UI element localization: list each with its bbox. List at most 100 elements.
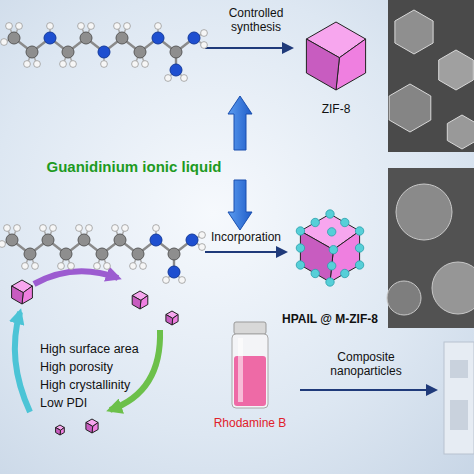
hydrogen-atom	[140, 263, 147, 270]
hydrogen-atom	[122, 225, 129, 232]
hydrogen-atom	[104, 263, 111, 270]
process-arrow	[300, 389, 436, 391]
text-label: High porosity	[40, 360, 160, 375]
cropped-panel	[444, 342, 474, 454]
hydrogen-atom	[165, 75, 172, 82]
crystal-face	[330, 231, 360, 282]
nitrogen-atom	[188, 32, 200, 44]
crystal-shape	[288, 208, 372, 326]
ionic-liquid-dot	[296, 261, 304, 269]
text-label: Incorporation	[204, 230, 288, 244]
carbon-atom	[8, 32, 20, 44]
sem-crystal	[389, 84, 431, 132]
hydrogen-atom	[130, 263, 137, 270]
hydrogen-atom	[68, 263, 75, 270]
vial-glass	[232, 334, 268, 408]
hydrogen-atom	[58, 263, 65, 270]
hydrogen-atom	[22, 263, 29, 270]
hydrogen-atom	[47, 23, 54, 30]
nitrogen-atom	[152, 32, 164, 44]
hydrogen-atom	[1, 39, 8, 46]
ionic-liquid-dot	[296, 244, 304, 252]
small-crystal-face	[86, 423, 93, 434]
block-arrow-up	[228, 96, 252, 150]
carbon-atom	[26, 46, 38, 58]
process-arrow	[205, 47, 292, 49]
hydrogen-atom	[179, 277, 186, 284]
text-label: High surface area	[40, 342, 160, 357]
nitrogen-atom	[168, 266, 180, 278]
hydrogen-atom	[199, 232, 206, 239]
hydrogen-atom	[86, 225, 93, 232]
text-label: High crystallinity	[40, 378, 160, 393]
carbon-atom	[168, 248, 180, 260]
hydrogen-atom	[34, 61, 41, 68]
text-label: Low PDI	[40, 396, 160, 411]
hydrogen-atom	[14, 225, 21, 232]
carbon-atom	[42, 234, 54, 246]
hydrogen-atom	[88, 23, 95, 30]
hydrogen-atom	[114, 23, 121, 30]
sem-particle	[396, 184, 452, 240]
hydrogen-atom	[76, 225, 83, 232]
carbon-atom	[132, 248, 144, 260]
hydrogen-atom	[24, 61, 31, 68]
ionic-liquid-dot	[341, 218, 349, 226]
hydrogen-atom	[4, 225, 11, 232]
hydrogen-atom	[201, 30, 208, 37]
crystal-node: HPAIL @ M-ZIF-8	[288, 208, 372, 326]
sem-particle	[432, 262, 474, 314]
ionic-liquid-dot	[341, 269, 349, 277]
block-arrow-down	[228, 180, 252, 230]
carbon-atom	[116, 32, 128, 44]
carbon-atom	[134, 46, 146, 58]
nitrogen-atom	[186, 234, 198, 246]
carbon-atom	[96, 248, 108, 260]
ionic-liquid-dot	[328, 262, 336, 270]
hydrogen-atom	[0, 241, 5, 248]
vial-shape	[205, 320, 295, 430]
carbon-atom	[62, 46, 74, 58]
ionic-liquid-dot	[326, 210, 334, 218]
vial-cap	[234, 322, 266, 334]
hydrogen-atom	[201, 42, 208, 49]
small-crystal-face	[166, 315, 173, 326]
carbon-atom	[114, 234, 126, 246]
crystal-shape	[298, 16, 374, 116]
carbon-atom	[78, 234, 90, 246]
ionic-liquid-dot	[329, 246, 337, 254]
hydrogen-atom	[155, 23, 162, 30]
node-label: HPAIL @ M-ZIF-8	[274, 312, 386, 326]
ionic-liquid-dot	[296, 227, 304, 235]
cycle-arrow	[34, 271, 118, 284]
hydrogen-atom	[70, 61, 77, 68]
sem-crystal	[439, 50, 474, 90]
process-arrow	[205, 251, 286, 253]
hydrogen-atom	[94, 263, 101, 270]
nitrogen-atom	[98, 46, 110, 58]
hydrogen-atom	[16, 23, 23, 30]
carbon-atom	[80, 32, 92, 44]
crystal-face	[300, 231, 333, 282]
carbon-atom	[24, 248, 36, 260]
hydrogen-atom	[132, 61, 139, 68]
crystal-node: ZIF-8	[298, 16, 374, 116]
hydrogen-atom	[40, 225, 47, 232]
text-label: Composite nanoparticles	[318, 350, 414, 379]
small-crystal-face	[12, 286, 24, 304]
hydrogen-atom	[6, 23, 13, 30]
hydrogen-atom	[199, 244, 206, 251]
hydrogen-atom	[78, 23, 85, 30]
hydrogen-atom	[124, 23, 131, 30]
ionic-liquid-dot	[311, 269, 319, 277]
small-crystal-face	[56, 428, 61, 436]
hydrogen-atom	[60, 61, 67, 68]
ionic-liquid-dot	[326, 278, 334, 286]
hydrogen-atom	[163, 277, 170, 284]
text-label: Guanidinium ionic liquid	[34, 158, 234, 176]
hydrogen-atom	[181, 75, 188, 82]
sem-crystal	[447, 115, 474, 149]
hydrogen-atom	[32, 263, 39, 270]
small-crystal-face	[132, 296, 141, 310]
